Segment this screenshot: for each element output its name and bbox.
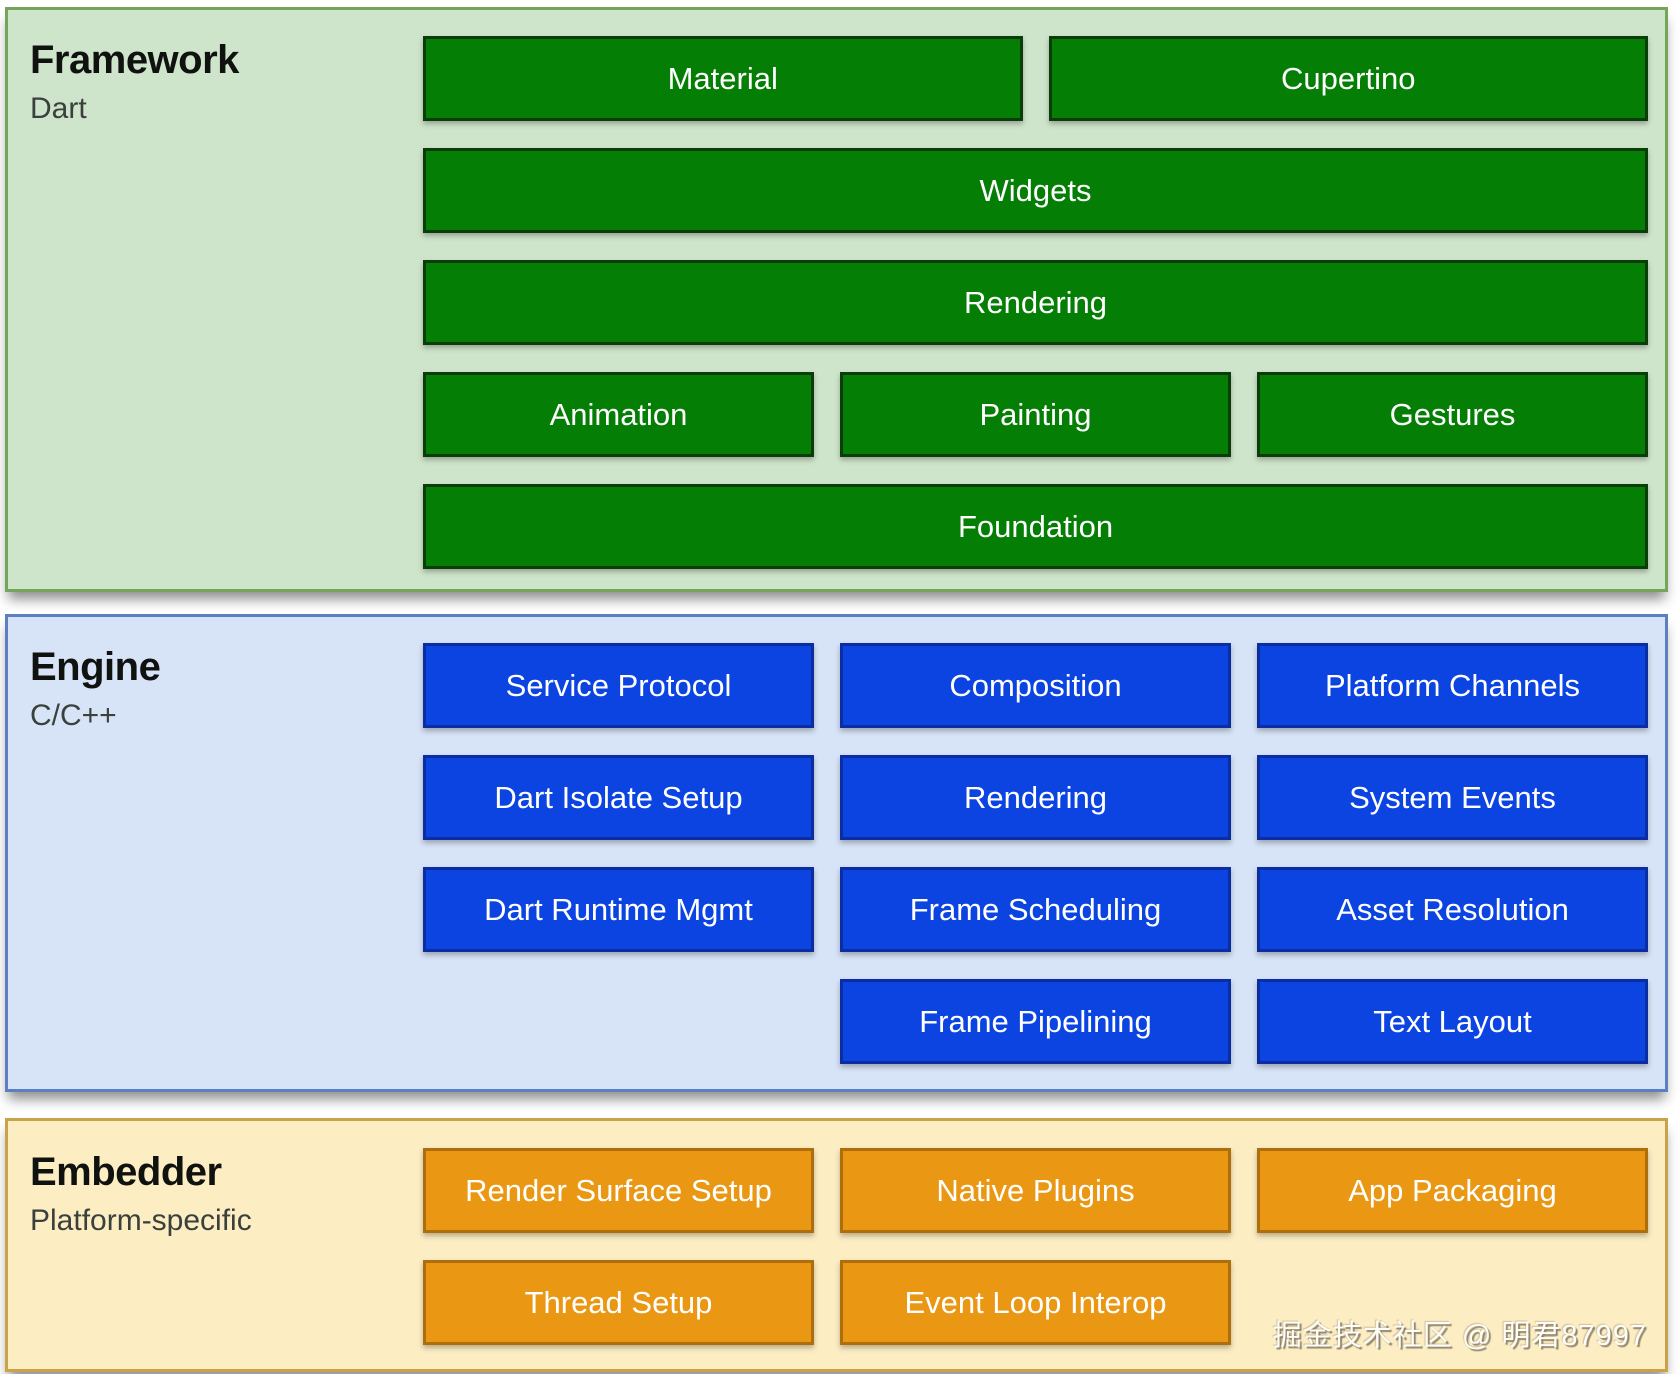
embedder-box-app-packaging: App Packaging — [1257, 1148, 1648, 1233]
framework-box-foundation: Foundation — [423, 484, 1648, 569]
embedder-box-grid: Render Surface Setup Native Plugins App … — [423, 1148, 1648, 1345]
framework-box-gestures: Gestures — [1257, 372, 1648, 457]
embedder-box-event-loop-interop: Event Loop Interop — [840, 1260, 1231, 1345]
engine-box-service-protocol: Service Protocol — [423, 643, 814, 728]
engine-box-dart-isolate-setup: Dart Isolate Setup — [423, 755, 814, 840]
engine-box-frame-scheduling: Frame Scheduling — [840, 867, 1231, 952]
framework-box-cupertino: Cupertino — [1048, 36, 1648, 121]
framework-box-material: Material — [423, 36, 1023, 121]
framework-layer: Framework Dart Material Cupertino Widget… — [5, 7, 1668, 592]
framework-box-widgets: Widgets — [423, 148, 1648, 233]
framework-box-animation: Animation — [423, 372, 814, 457]
engine-box-frame-pipelining: Frame Pipelining — [840, 979, 1231, 1064]
embedder-layer: Embedder Platform-specific Render Surfac… — [5, 1118, 1668, 1372]
engine-box-grid: Service Protocol Composition Platform Ch… — [423, 643, 1648, 1064]
engine-layer: Engine C/C++ Service Protocol Compositio… — [5, 614, 1668, 1092]
framework-layer-header: Framework Dart — [8, 36, 423, 563]
watermark: 掘金技术社区 @ 明君87997 — [1272, 1320, 1647, 1352]
framework-box-painting: Painting — [840, 372, 1231, 457]
framework-layer-subtitle: Dart — [30, 92, 87, 125]
framework-box-rendering: Rendering — [423, 260, 1648, 345]
embedder-layer-subtitle: Platform-specific — [30, 1204, 252, 1237]
framework-layer-title: Framework — [30, 38, 239, 82]
framework-box-grid: Material Cupertino Widgets Rendering Ani… — [423, 36, 1648, 569]
engine-box-text-layout: Text Layout — [1257, 979, 1648, 1064]
engine-layer-title: Engine — [30, 645, 161, 689]
engine-box-asset-resolution: Asset Resolution — [1257, 867, 1648, 952]
engine-layer-subtitle: C/C++ — [30, 699, 117, 732]
engine-box-platform-channels: Platform Channels — [1257, 643, 1648, 728]
engine-box-system-events: System Events — [1257, 755, 1648, 840]
embedder-box-render-surface-setup: Render Surface Setup — [423, 1148, 814, 1233]
engine-box-composition: Composition — [840, 643, 1231, 728]
embedder-layer-title: Embedder — [30, 1150, 222, 1194]
engine-box-dart-runtime-mgmt: Dart Runtime Mgmt — [423, 867, 814, 952]
embedder-layer-header: Embedder Platform-specific — [8, 1148, 423, 1342]
embedder-box-thread-setup: Thread Setup — [423, 1260, 814, 1345]
engine-box-rendering: Rendering — [840, 755, 1231, 840]
embedder-box-native-plugins: Native Plugins — [840, 1148, 1231, 1233]
engine-layer-header: Engine C/C++ — [8, 643, 423, 1064]
